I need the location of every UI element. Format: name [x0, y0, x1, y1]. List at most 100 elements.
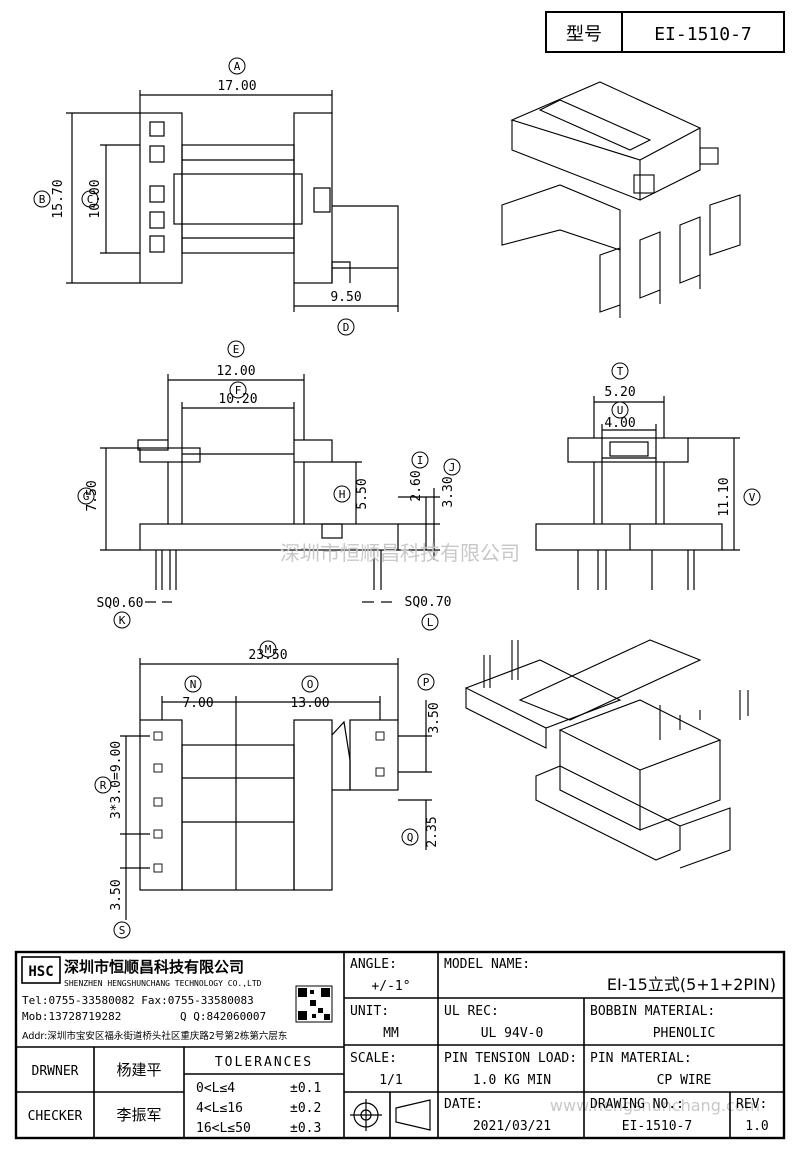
dim-letter-v: V	[749, 491, 756, 504]
dim-marker-m	[259, 640, 277, 658]
dim-letter-c: C	[87, 193, 94, 206]
dim-marker-d	[337, 318, 355, 336]
tolerances-label: TOLERANCES	[215, 1055, 313, 1070]
dim-letter-p: P	[423, 676, 430, 689]
model-name-value: EI-15立式(5+1+2PIN)	[607, 975, 776, 994]
ul-rec-value: UL 94V-0	[481, 1026, 544, 1041]
bottom-view	[120, 658, 432, 920]
front-view	[100, 374, 440, 603]
dim-letter-u: U	[617, 404, 624, 417]
dim-letter-f: F	[235, 384, 242, 397]
company-mob: Mob:13728719282	[22, 1010, 121, 1023]
dim-marker-a	[228, 57, 246, 75]
dim-marker-h	[333, 485, 351, 503]
dim-marker-v	[743, 488, 761, 506]
dim-letter-t: T	[617, 365, 624, 378]
angle-value: +/-1°	[371, 979, 410, 994]
company-name-cn: 深圳市恒顺昌科技有限公司	[64, 958, 244, 976]
dim-letter-k: K	[119, 614, 126, 627]
dim-marker-n	[184, 675, 202, 693]
dim-marker-b	[33, 190, 51, 208]
dim-marker-j	[443, 458, 461, 476]
rev-value: 1.0	[745, 1119, 768, 1134]
dim-letter-n: N	[190, 678, 197, 691]
dim-marker-t	[611, 362, 629, 380]
dim-marker-u	[611, 401, 629, 419]
dim-value-f: 10.20	[218, 392, 257, 407]
dim-letter-g: G	[83, 490, 90, 503]
dim-marker-c	[81, 190, 99, 208]
model-value: EI-1510-7	[654, 24, 752, 45]
dim-letter-a: A	[234, 60, 241, 73]
dim-marker-q	[401, 828, 419, 846]
side-view	[535, 396, 740, 590]
dim-letter-e: E	[233, 343, 240, 356]
top-view	[66, 90, 399, 312]
dim-value-e: 12.00	[216, 364, 255, 379]
dim-letter-o: O	[307, 678, 314, 691]
dim-marker-r	[94, 776, 112, 794]
pin-tension-label: PIN TENSION LOAD:	[444, 1051, 577, 1066]
company-tel-fax: Tel:0755-33580082 Fax:0755-33580083	[22, 994, 254, 1007]
checker-label: CHECKER	[28, 1109, 83, 1124]
dim-value-n: 7.00	[182, 696, 213, 711]
dim-letter-d: D	[343, 321, 350, 334]
unit-label: UNIT:	[350, 1004, 389, 1019]
dim-value-u: 4.00	[604, 416, 635, 431]
drawing-no-label: DRAWING NO.:	[590, 1097, 684, 1112]
dim-value-o: 13.00	[290, 696, 329, 711]
dim-value-m: 23.50	[248, 648, 287, 663]
dim-marker-g	[77, 487, 95, 505]
dim-value-l: SQ0.70	[405, 595, 452, 610]
pin-material-label: PIN MATERIAL:	[590, 1051, 692, 1066]
dim-marker-p	[417, 673, 435, 691]
drawing-no-value: EI-1510-7	[622, 1119, 692, 1134]
unit-value: MM	[383, 1026, 399, 1041]
tolerance-range-1: 0<L≤4	[196, 1081, 235, 1096]
dim-marker-l	[421, 613, 439, 631]
tolerance-range-2: 4<L≤16	[196, 1101, 243, 1116]
dim-letter-l: L	[427, 616, 434, 629]
dim-letter-i: I	[417, 454, 424, 467]
dim-value-c: 10.00	[88, 179, 103, 218]
date-label: DATE:	[444, 1097, 483, 1112]
model-label: 型号	[566, 24, 602, 45]
watermark-text: 深圳市恒顺昌科技有限公司	[280, 541, 520, 565]
company-qq: Q Q:842060007	[180, 1010, 266, 1023]
dim-value-h: 5.50	[355, 478, 370, 509]
isometric-bottom	[464, 639, 749, 869]
dim-value-p: 3.50	[427, 702, 442, 733]
dim-value-v: 11.10	[717, 477, 732, 516]
dim-marker-o	[301, 675, 319, 693]
model-name-label: MODEL NAME:	[444, 957, 530, 972]
dim-value-g: 7.50	[85, 480, 100, 511]
dim-value-i: 2.60	[409, 470, 424, 501]
tolerance-value-2: ±0.2	[290, 1101, 321, 1116]
dim-value-t: 5.20	[604, 385, 635, 400]
projection-symbol-icon	[350, 1099, 431, 1131]
dim-letter-q: Q	[407, 831, 414, 844]
scale-value: 1/1	[379, 1073, 402, 1088]
company-address: Addr:深圳市宝安区福永街道桥头社区重庆路2号第2栋第六层东	[22, 1030, 287, 1042]
scale-label: SCALE:	[350, 1051, 397, 1066]
ul-rec-label: UL REC:	[444, 1004, 499, 1019]
svg-text:HSC: HSC	[28, 964, 53, 980]
dim-value-s: 3.50	[109, 879, 124, 910]
rev-label: REV:	[736, 1097, 767, 1112]
dim-marker-s	[113, 921, 131, 939]
checker-value: 李振军	[116, 1106, 161, 1124]
isometric-top	[501, 81, 741, 318]
dim-marker-e	[227, 340, 245, 358]
tolerance-value-3: ±0.3	[290, 1121, 321, 1136]
dim-letter-s: S	[119, 924, 126, 937]
bobbin-material-value: PHENOLIC	[653, 1026, 716, 1041]
dim-letter-m: M	[265, 643, 272, 656]
tolerance-value-1: ±0.1	[290, 1081, 321, 1096]
angle-label: ANGLE:	[350, 957, 397, 972]
drawer-label: DRWNER	[32, 1064, 79, 1079]
dim-value-k: SQ0.60	[97, 596, 144, 611]
company-logo: HSC	[21, 956, 61, 984]
dim-value-j: 3.30	[441, 476, 456, 507]
